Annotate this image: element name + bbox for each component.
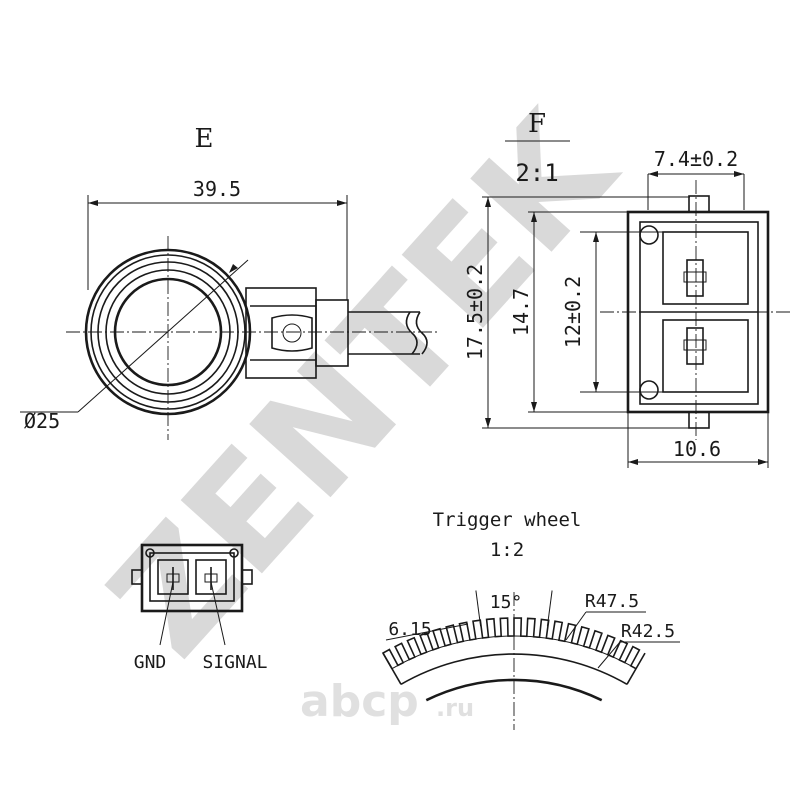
tooth-dim: 6.15 xyxy=(388,619,431,640)
signal-label: SIGNAL xyxy=(202,652,267,673)
view-f-bottom-dim: 10.6 xyxy=(673,437,721,461)
view-f-title: F xyxy=(528,109,546,139)
view-f: F 2:1 7.4±0.2 xyxy=(463,109,790,468)
angle-dim: 15° xyxy=(490,592,523,613)
view-e-width-dim: 39.5 xyxy=(193,177,241,201)
trigger-wheel-scale: 1:2 xyxy=(490,539,524,561)
view-f-height-inner: 14.7 xyxy=(509,288,533,336)
view-e-diameter-dim: Ø25 xyxy=(24,409,60,433)
trigger-wheel: Trigger wheel 1:2 15° 6.15 R47.5 R42.5 xyxy=(381,509,680,730)
abcp-watermark: abcp .ru xyxy=(300,676,474,727)
view-f-height-outer: 17.5±0.2 xyxy=(463,264,487,360)
view-f-height-pins: 12±0.2 xyxy=(561,276,585,348)
connector-view: GND SIGNAL xyxy=(131,543,268,673)
inner-radius-dim: R42.5 xyxy=(621,621,675,642)
watermark-site-suffix: .ru xyxy=(436,694,474,722)
trigger-wheel-title: Trigger wheel xyxy=(433,509,582,531)
view-e-title: E xyxy=(195,124,214,154)
view-f-top-dim: 7.4±0.2 xyxy=(654,147,738,171)
view-f-scale: 2:1 xyxy=(515,159,558,187)
gnd-label: GND xyxy=(134,652,167,673)
watermark-site: abcp xyxy=(300,676,419,727)
view-e: E 39.5 Ø25 xyxy=(20,124,440,440)
outer-radius-dim: R47.5 xyxy=(585,591,639,612)
